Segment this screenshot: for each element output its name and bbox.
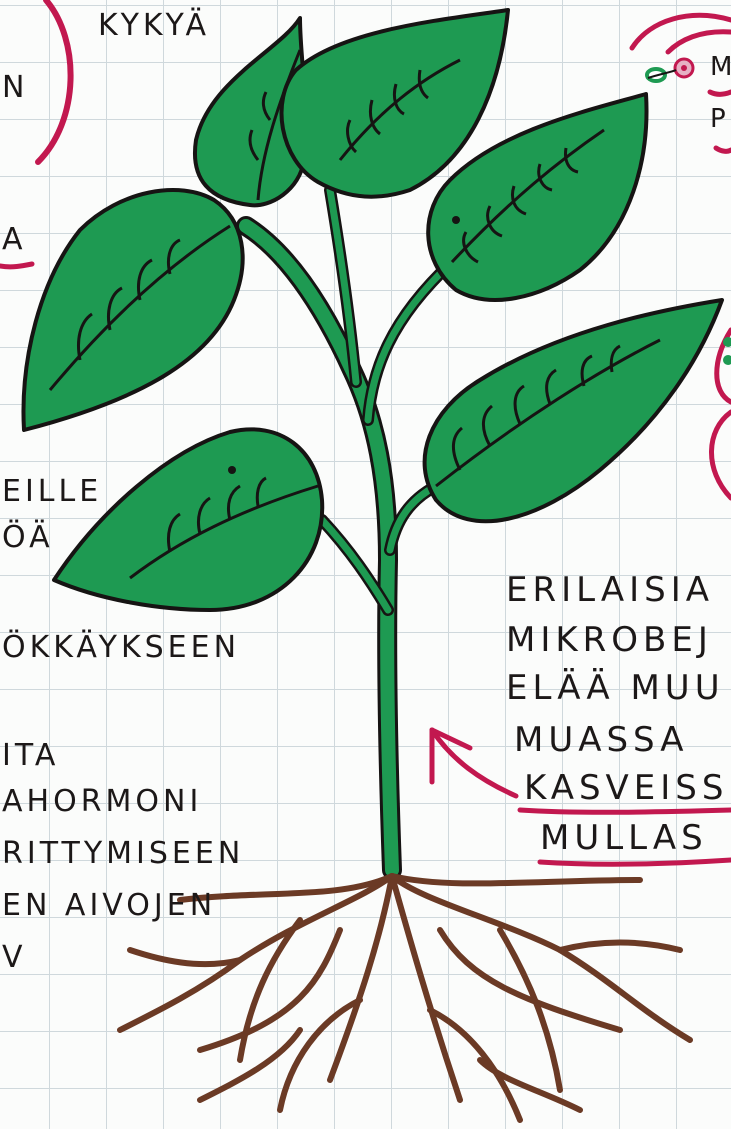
note-edge-p: P [710,104,731,134]
note-oa: ÖÄ [2,520,54,555]
note-mikrobej: MIKROBEJ [506,620,713,660]
note-erilaisia: ERILAISIA [506,570,714,610]
leaf-upper-left [23,190,242,430]
note-en-aivojen: EN AIVOJEN [2,888,216,923]
note-elaa-muu: ELÄÄ MUU [506,668,725,708]
note-ahormoni: AHORMONI [2,784,202,819]
note-ita: ITA [2,738,59,773]
note-left-v: V [2,940,27,975]
note-edge-m: M [710,52,731,82]
leaf-middle-right [425,300,722,521]
note-eille: EILLE [2,474,102,509]
note-left-a: A [2,222,27,257]
note-mullas: MULLAS [540,818,708,858]
green-dots-right-edge [723,337,731,365]
red-arrow-icon [432,730,516,796]
red-bracket-top-left [38,0,71,162]
note-rittymiseen: RITTYMISEEN [2,836,244,871]
small-flower-icon [647,59,693,81]
leaf-lower-left [54,429,322,610]
note-kasveiss: KASVEISS [524,768,728,808]
red-underline-left [0,264,32,267]
note-left-n: N [2,70,28,105]
note-muassa: MUASSA [514,720,689,760]
note-kykya: KYKYÄ [98,8,210,43]
note-okkaykseen: ÖKKÄYKSEEN [2,630,240,665]
